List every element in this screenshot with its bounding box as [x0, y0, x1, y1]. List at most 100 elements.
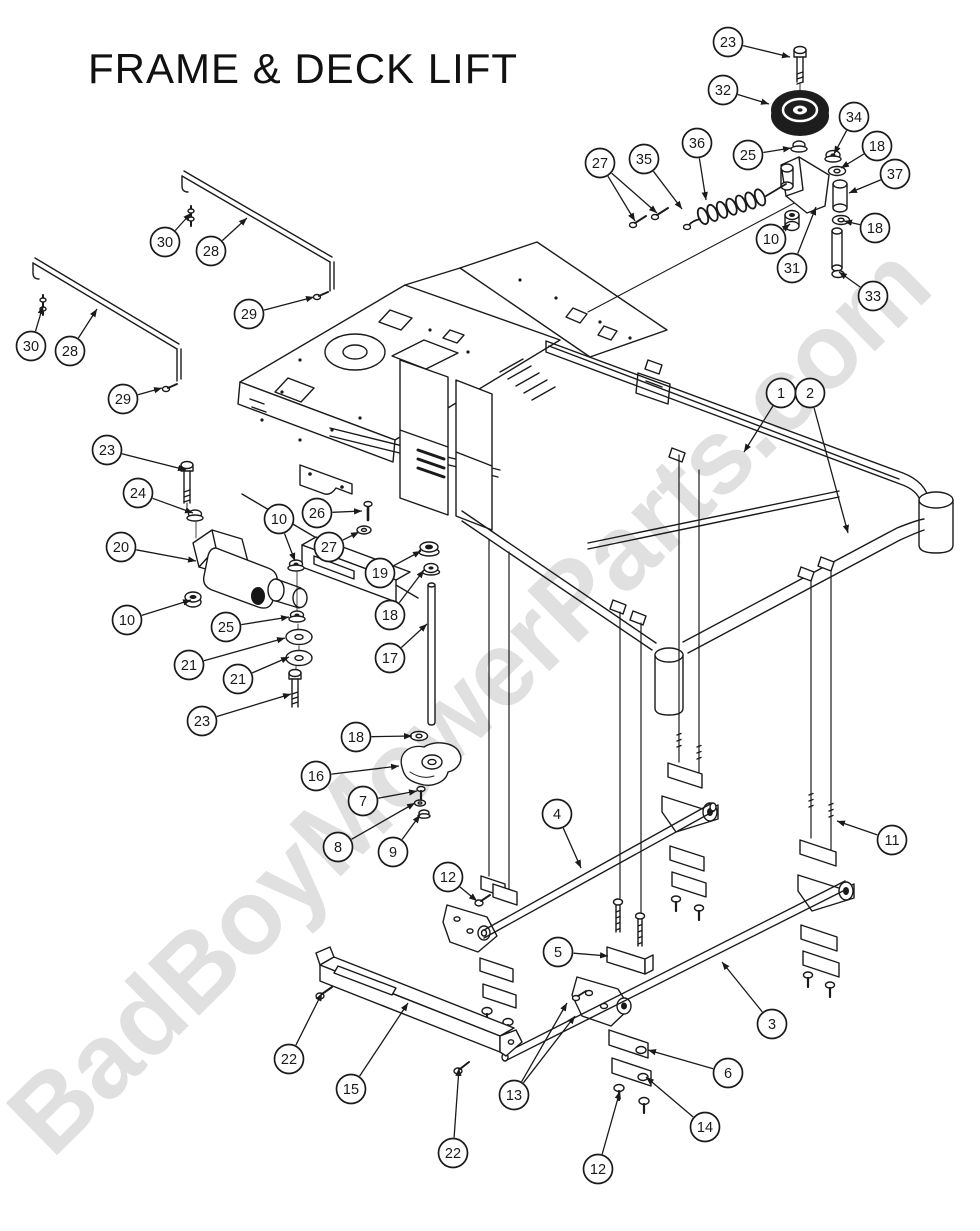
callout-label: 21 — [230, 672, 246, 688]
callout-21[interactable]: 21 — [222, 656, 290, 695]
callout-circle — [377, 836, 409, 868]
callout-11[interactable]: 11 — [836, 820, 908, 856]
leader-line — [221, 217, 248, 241]
callout-36[interactable]: 36 — [681, 127, 713, 201]
leader-line — [174, 212, 192, 231]
leader-line — [763, 146, 792, 154]
callout-24[interactable]: 24 — [122, 477, 194, 514]
callout-9[interactable]: 9 — [377, 814, 421, 868]
callout-label: 25 — [740, 148, 756, 164]
callout-label: 34 — [846, 110, 862, 126]
lift-spring — [688, 183, 787, 226]
callout-34[interactable]: 34 — [833, 101, 870, 155]
callout-15[interactable]: 15 — [335, 1002, 409, 1105]
callout-label: 31 — [784, 261, 800, 277]
callout-16[interactable]: 16 — [300, 760, 400, 792]
callout-label: 30 — [157, 235, 173, 251]
callout-27[interactable]: 27 — [584, 147, 658, 222]
callout-label: 10 — [271, 512, 287, 528]
callout-label: 22 — [281, 1052, 297, 1068]
leader-line — [263, 295, 315, 311]
leader-line — [838, 271, 861, 288]
callout-20[interactable]: 20 — [105, 531, 197, 563]
callout-25[interactable]: 25 — [732, 139, 792, 171]
leader-line — [283, 533, 296, 562]
callout-label: 20 — [113, 540, 129, 556]
callout-circle — [195, 235, 227, 267]
leader-line — [721, 961, 763, 1013]
callout-label: 14 — [697, 1120, 713, 1136]
callout-label: 21 — [181, 658, 197, 674]
callout-32[interactable]: 32 — [707, 74, 770, 106]
callout-circle — [105, 531, 137, 563]
callout-circle — [732, 139, 764, 171]
callout-18[interactable]: 18 — [840, 130, 893, 169]
callout-circle — [210, 611, 242, 643]
callout-25[interactable]: 25 — [210, 611, 290, 643]
callout-6[interactable]: 6 — [647, 1049, 744, 1089]
callout-circle — [301, 497, 333, 529]
callout-33[interactable]: 33 — [838, 271, 889, 312]
callout-28[interactable]: 28 — [195, 217, 248, 267]
lift-tower — [391, 339, 493, 531]
callout-10[interactable]: 10 — [263, 503, 296, 562]
callout-label: 18 — [869, 139, 885, 155]
callout-12[interactable]: 12 — [432, 861, 478, 902]
callout-circle — [857, 280, 889, 312]
callout-8[interactable]: 8 — [322, 802, 416, 863]
callout-18[interactable]: 18 — [340, 721, 413, 753]
callout-29[interactable]: 29 — [107, 383, 163, 415]
callout-37[interactable]: 37 — [848, 158, 911, 194]
leader-line — [781, 223, 791, 232]
callout-label: 4 — [553, 807, 561, 823]
callout-7[interactable]: 7 — [347, 785, 418, 817]
callout-4[interactable]: 4 — [541, 798, 582, 869]
callout-23[interactable]: 23 — [712, 26, 791, 59]
callout-22[interactable]: 22 — [273, 992, 323, 1075]
callout-29[interactable]: 29 — [233, 295, 315, 330]
callout-label: 9 — [389, 845, 397, 861]
callout-35[interactable]: 35 — [628, 143, 683, 210]
callout-22[interactable]: 22 — [437, 1067, 469, 1169]
callout-18[interactable]: 18 — [843, 212, 891, 244]
callout-3[interactable]: 3 — [721, 961, 788, 1040]
callout-12[interactable]: 12 — [582, 1090, 621, 1185]
callout-label: 17 — [382, 651, 398, 667]
callout-30[interactable]: 30 — [15, 305, 47, 362]
callout-26[interactable]: 26 — [301, 497, 363, 529]
callout-19[interactable]: 19 — [364, 550, 422, 589]
callout-circle — [374, 599, 406, 631]
callout-31[interactable]: 31 — [776, 206, 817, 284]
leader-line — [359, 1002, 409, 1077]
callout-2[interactable]: 2 — [794, 377, 849, 534]
leader-line — [840, 153, 865, 169]
callout-circle — [861, 130, 893, 162]
callout-circle — [756, 1008, 788, 1040]
callout-18[interactable]: 18 — [374, 569, 425, 631]
callout-10[interactable]: 10 — [111, 599, 192, 636]
callout-13[interactable]: 13 — [498, 1002, 576, 1111]
callout-21[interactable]: 21 — [173, 637, 286, 681]
callout-circle — [628, 143, 660, 175]
callout-circle — [838, 101, 870, 133]
callout-17[interactable]: 17 — [374, 623, 428, 674]
callout-28[interactable]: 28 — [54, 308, 98, 367]
leader-line — [371, 732, 413, 740]
callout-23[interactable]: 23 — [91, 434, 187, 472]
leader-line — [742, 44, 791, 59]
callout-5[interactable]: 5 — [542, 936, 609, 968]
callout-30[interactable]: 30 — [149, 212, 192, 258]
callout-circle — [794, 377, 826, 409]
callout-27[interactable]: 27 — [313, 531, 360, 563]
callout-14[interactable]: 14 — [645, 1076, 721, 1143]
callout-10[interactable]: 10 — [755, 223, 791, 255]
leader-line — [331, 763, 400, 775]
callout-23[interactable]: 23 — [186, 693, 292, 737]
callout-label: 29 — [115, 392, 131, 408]
callout-label: 25 — [218, 620, 234, 636]
callout-circle — [335, 1073, 367, 1105]
callout-circle — [91, 434, 123, 466]
leader-line — [137, 387, 163, 396]
callout-circle — [432, 861, 464, 893]
lift-bars — [483, 802, 848, 1062]
